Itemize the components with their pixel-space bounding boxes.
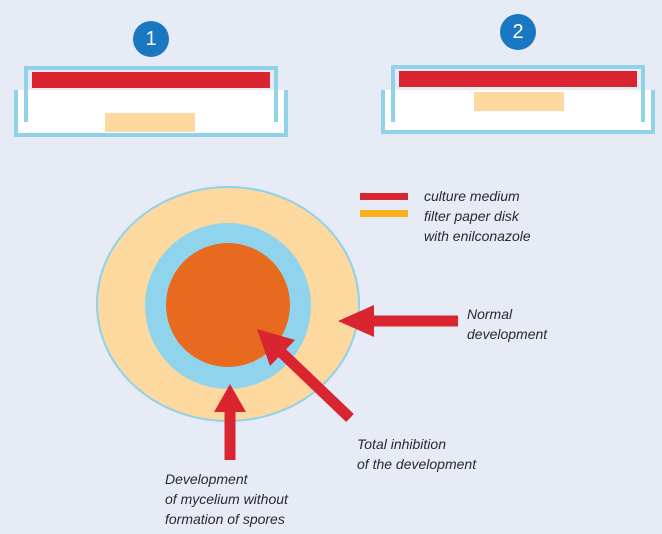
petri-dish-1 <box>14 66 288 137</box>
dish-number-badge-1: 1 <box>133 21 169 57</box>
dish-number-badge-2: 2 <box>500 14 536 50</box>
dish-2-culture-medium <box>399 71 637 87</box>
total-inhibition-label-2: of the development <box>357 456 477 472</box>
mycelium-development-label-2: of mycelium without <box>165 491 288 507</box>
legend-culture-medium-label: culture medium <box>424 188 520 204</box>
mycelium-development-label: Development <box>165 471 248 487</box>
normal-development-label: Normal <box>467 306 513 322</box>
dish-2-filter-paper-disk <box>474 92 564 111</box>
dish-1-base <box>14 90 288 137</box>
legend-filter-paper-label: filter paper disk <box>424 208 519 224</box>
normal-development-label-2: development <box>467 326 548 342</box>
legend-swatch-culture-medium <box>360 193 408 200</box>
arrow-total-inhibition <box>257 329 354 422</box>
legend-filter-paper-label-2: with enilconazole <box>424 228 531 244</box>
dish-2-lid <box>391 65 645 122</box>
petri-dish-2 <box>381 65 655 134</box>
arrow-mycelium-development <box>214 384 246 460</box>
dish-2-base <box>381 90 655 134</box>
arrow-normal-development <box>338 305 458 337</box>
dish-1-lid <box>24 66 278 122</box>
total-inhibition-label: Total inhibition <box>357 436 446 452</box>
dish-1-culture-medium <box>32 72 270 88</box>
total-inhibition-core <box>166 243 290 367</box>
dish-1-filter-paper-disk <box>105 113 195 132</box>
legend-swatch-filter-paper <box>360 210 408 217</box>
mycelium-development-label-3: formation of spores <box>165 511 285 527</box>
